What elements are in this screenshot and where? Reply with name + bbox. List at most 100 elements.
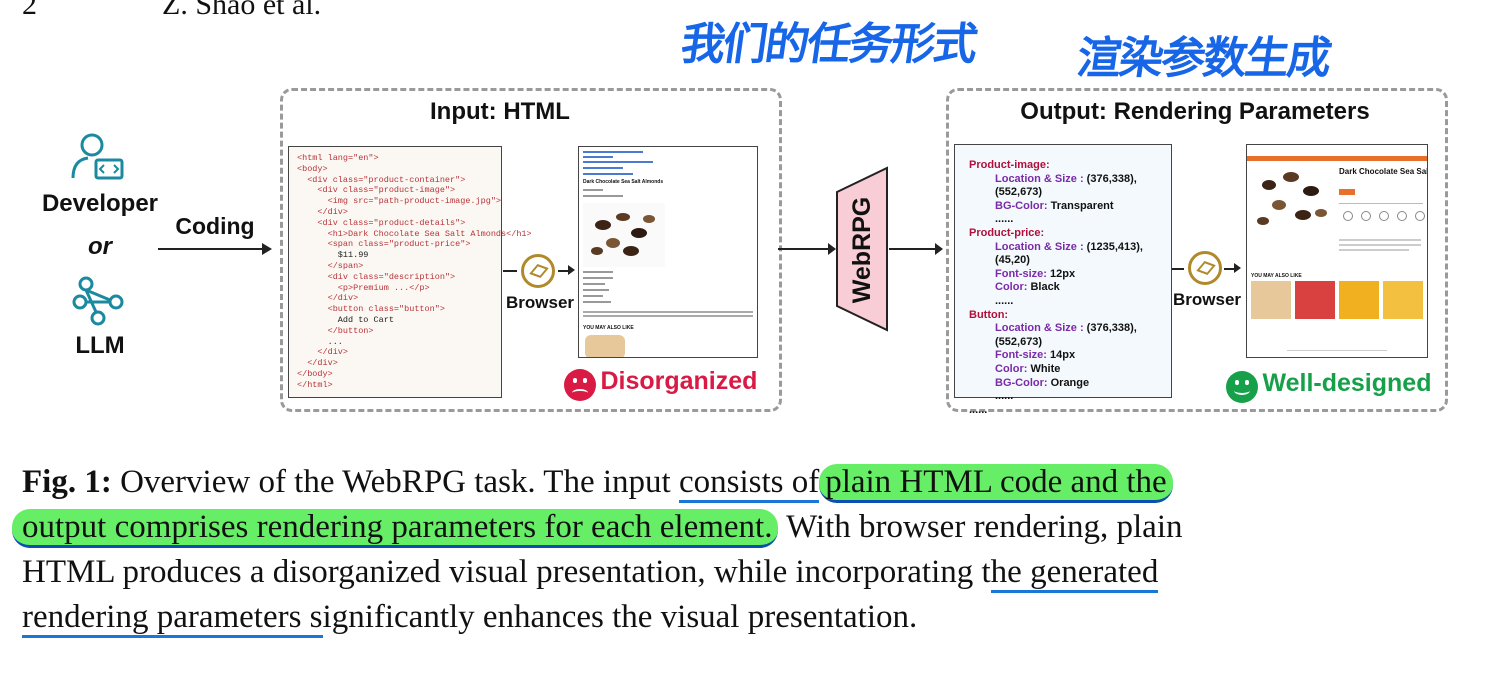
param-property: ...... [969, 390, 1157, 404]
param-property-value: Orange [1047, 376, 1090, 389]
param-property-name: BG-Color: [995, 199, 1048, 212]
page-number: 2 [22, 0, 37, 21]
param-property: BG-Color: Transparent [969, 200, 1157, 214]
code-line: <div class="product-image"> [297, 185, 456, 196]
param-property: ...... [969, 295, 1157, 309]
code-line: <html lang="en"> [297, 153, 379, 163]
param-property-name: BG-Color: [995, 376, 1048, 389]
param-property: BG-Color: Orange [969, 377, 1157, 391]
code-line: </div> [297, 206, 349, 217]
input-box [280, 88, 782, 412]
param-property-value: 12px [1046, 267, 1076, 280]
rec-item-4 [1383, 281, 1423, 319]
code-line: <p>Premium ...</p> [297, 282, 430, 293]
output-box-title: Output: Rendering Parameters [1020, 98, 1370, 125]
param-property-value: White [1027, 362, 1061, 375]
code-line: </span> [297, 260, 364, 271]
param-property-name: ...... [995, 294, 1014, 307]
caption-highlight-2: output comprises rendering parameters fo… [12, 509, 779, 548]
handwritten-note-param-generation: 渲染参数生成 [1073, 33, 1333, 84]
caption-line-4: rendering parameters significantly enhan… [22, 595, 1183, 640]
disorganized-label: Disorganized [600, 367, 758, 395]
param-property-value: (376,338), (552,673) [995, 172, 1137, 199]
caption-underlined-1: consists of [678, 464, 820, 503]
to-model-arrowhead [828, 243, 836, 255]
caption-label: Fig. 1: [22, 464, 112, 500]
code-line: </html> [297, 379, 333, 390]
param-property-value: Transparent [1047, 199, 1114, 212]
browser2-compass-icon [1188, 251, 1222, 285]
code-line: </div> [297, 347, 349, 358]
param-property-value: (1235,413), (45,20) [995, 240, 1143, 267]
browser-label: Browser [506, 293, 575, 312]
param-property: Font-size: 12px [969, 268, 1157, 282]
param-property: Font-size: 14px [969, 349, 1157, 363]
param-property: Color: White [969, 363, 1157, 377]
param-property-value: 14px [1046, 349, 1076, 362]
browser-out-arrow [558, 270, 570, 272]
well-preview-title: Dark Chocolate Sea Salt Almonds [1339, 167, 1427, 176]
param-property-name: Location & Size : [995, 172, 1084, 185]
code-line: <body> [297, 163, 328, 174]
well-designed-status: Well-designed [1226, 369, 1431, 403]
param-property-value: Black [1027, 281, 1060, 294]
param-property-name: Color: [995, 362, 1028, 375]
code-line: </div> [297, 293, 359, 304]
browser-compass-icon [521, 254, 555, 288]
llm-label: LLM [75, 332, 125, 359]
webrpg-model-block [836, 166, 888, 332]
param-property-name: Color: [995, 281, 1028, 294]
caption-underlined-3: he generated [990, 554, 1159, 593]
param-property-name: Location & Size : [995, 322, 1084, 335]
well-preview-section: YOU MAY ALSO LIKE [1251, 273, 1302, 279]
code-line: </div> [297, 358, 338, 369]
from-model-arrowhead [935, 243, 943, 255]
input-box-title: Input: HTML [430, 98, 570, 125]
caption-line-2: output comprises rendering parameters fo… [12, 505, 1183, 550]
browser-out-arrowhead [568, 265, 575, 275]
developer-label: Developer [41, 190, 159, 217]
caption-text-2: With browser rendering, plain [778, 509, 1183, 545]
code-line: ... [297, 336, 343, 347]
param-element-key: Button: [969, 308, 1009, 321]
output-box [946, 88, 1448, 412]
caption-underlined-4: rendering parameters s [22, 599, 323, 638]
browser2-in-arrow [1172, 268, 1184, 270]
browser2-label: Browser [1173, 290, 1242, 309]
rec-item-3 [1339, 281, 1379, 319]
coding-arrowhead [262, 243, 272, 255]
code-line: <div class="description"> [297, 271, 456, 282]
webrpg-label: WebRPG [848, 196, 876, 304]
rec-item-2 [1295, 281, 1335, 319]
code-line: Add to Cart [297, 314, 394, 325]
coding-label: Coding [175, 213, 255, 239]
sad-face-icon [564, 368, 596, 401]
developer-icon [71, 133, 124, 180]
param-property: Location & Size : (376,338), (552,673) [969, 173, 1157, 200]
handwritten-note-task-format: 我们的任务形式 [677, 19, 979, 70]
code-line: <img src="path-product-image.jpg"> [297, 196, 502, 207]
disorganized-preview-title: Dark Chocolate Sea Salt Almonds [583, 179, 664, 185]
code-line: <span class="product-price"> [297, 239, 471, 250]
param-property-name: ...... [995, 213, 1014, 226]
coding-arrow [158, 248, 262, 250]
param-property-name: ...... [995, 390, 1014, 403]
code-line: $11.99 [297, 250, 369, 261]
well-almond-image [1251, 165, 1333, 235]
browser2-out-arrowhead [1234, 263, 1241, 273]
or-label: or [88, 233, 112, 260]
almond-product-image [583, 203, 665, 267]
code-line: <h1>Dark Chocolate Sea Salt Almonds</h1> [297, 228, 532, 239]
rec-item-1 [1251, 281, 1291, 319]
param-property: Color: Black [969, 281, 1157, 295]
param-property-name: Font-size: [995, 267, 1047, 280]
cookie-product-image [585, 335, 625, 357]
figure-caption: Fig. 1: Overview of the WebRPG task. The… [12, 460, 1183, 640]
param-element-key: Product-image: [969, 159, 1050, 171]
param-element-key: Product-price: [969, 226, 1045, 239]
disorganized-preview-section: YOU MAY ALSO LIKE [583, 325, 634, 331]
well-add-button [1339, 189, 1355, 195]
code-line: <button class="button"> [297, 304, 445, 315]
to-model-arrow [778, 248, 828, 250]
browser-in-arrow [503, 270, 517, 272]
